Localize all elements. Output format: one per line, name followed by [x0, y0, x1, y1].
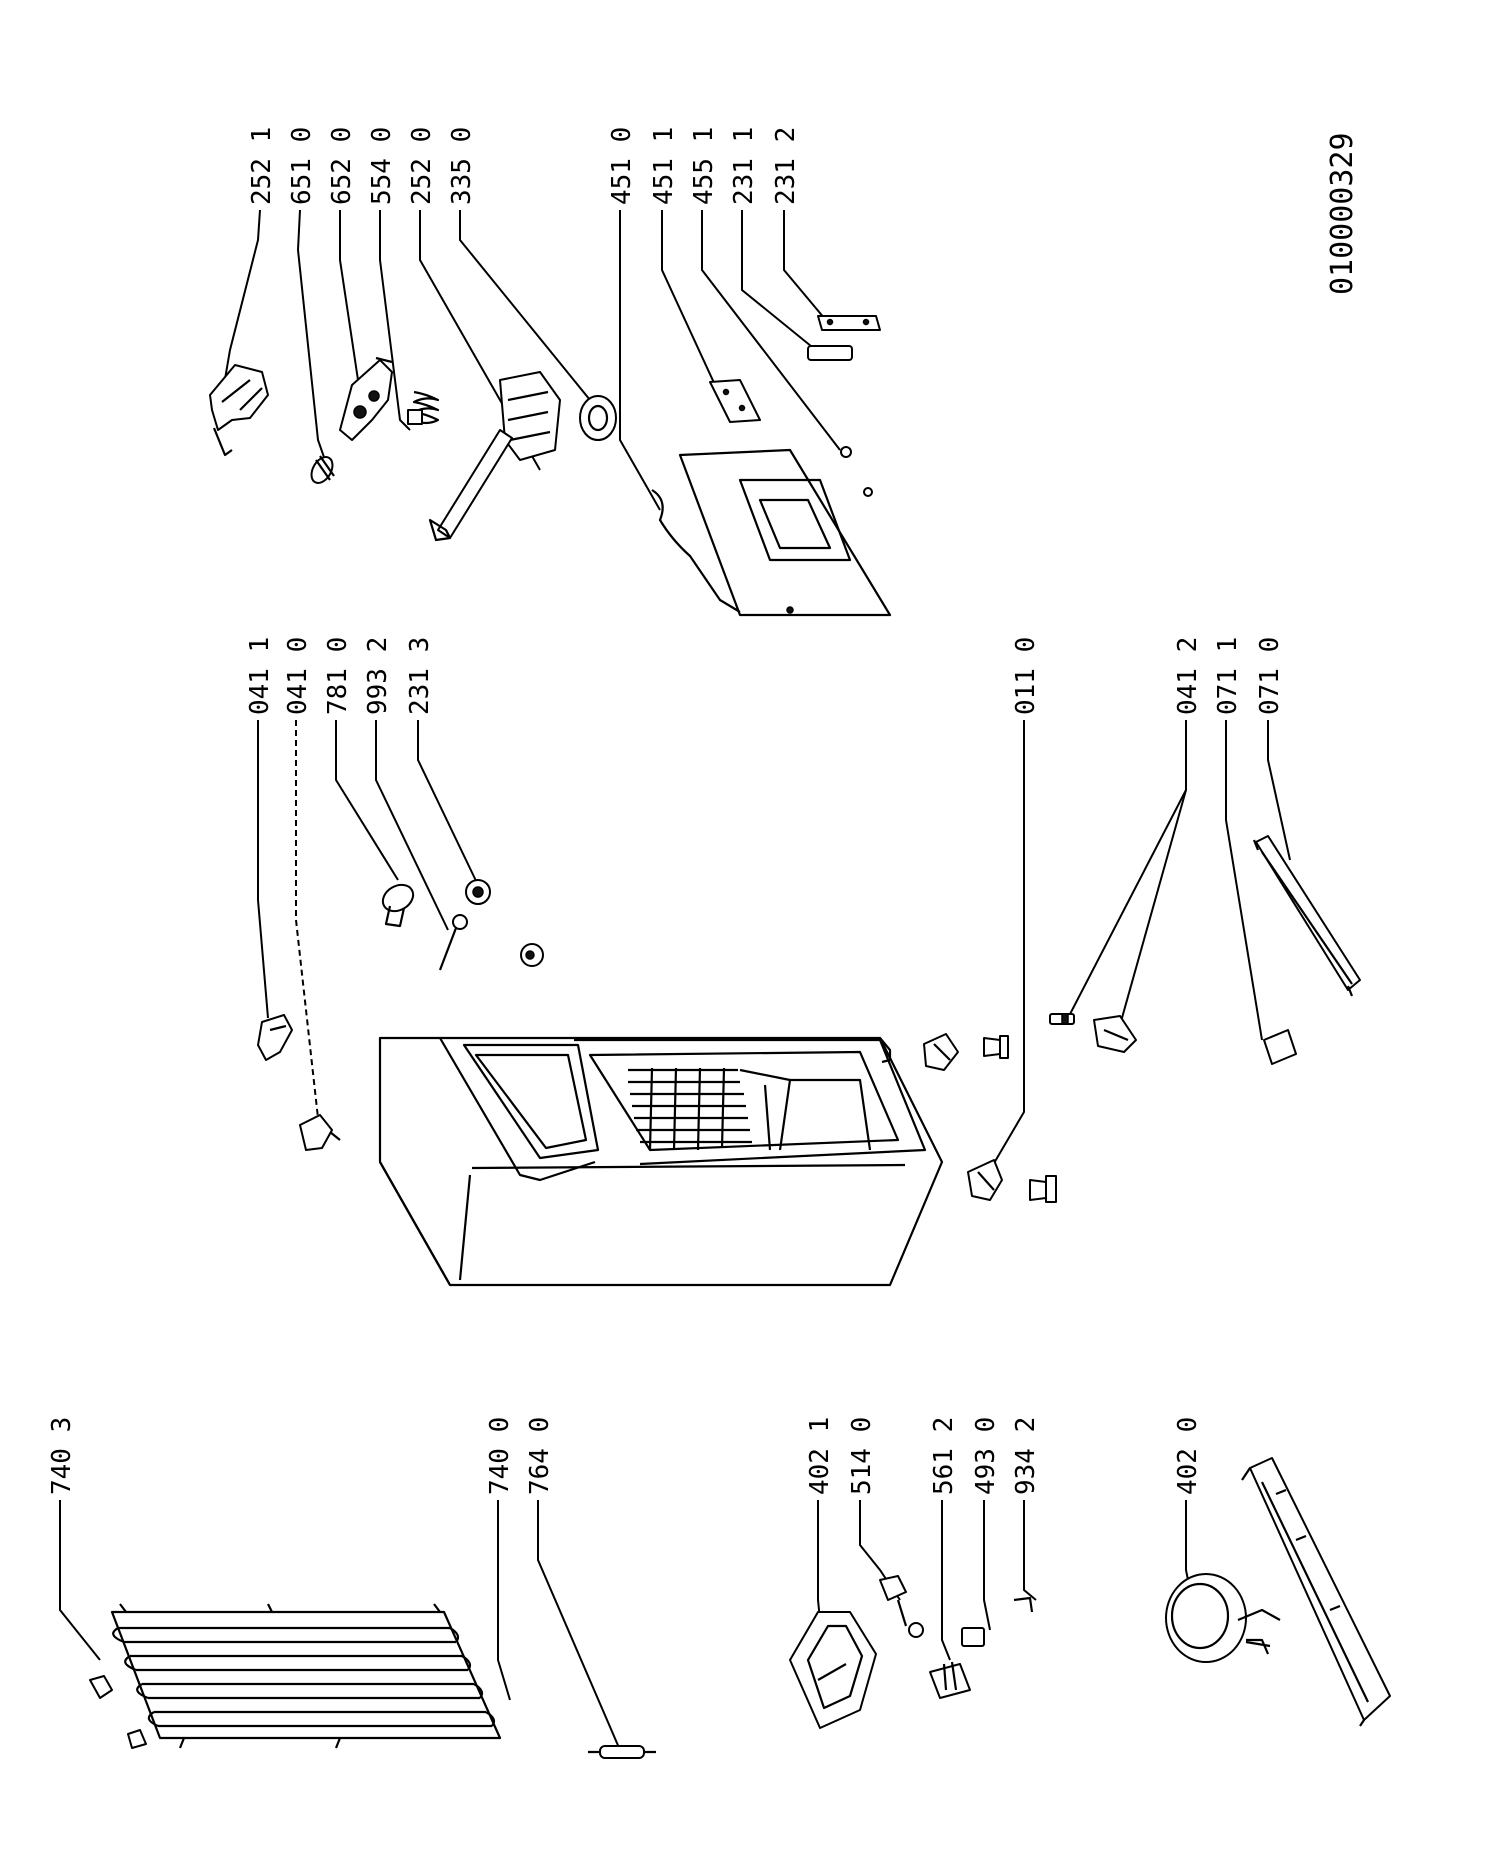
- hinge-041-1: [257, 1014, 293, 1061]
- thermostat-housing-252-0: [428, 371, 561, 542]
- hinge-041-0: [299, 1114, 341, 1151]
- back-panel-451-0: [651, 448, 892, 617]
- part-labels: 252 1 651 0 652 0 554 0 252 0 335 0 451 …: [47, 127, 1360, 1495]
- knob-335-0: [579, 395, 617, 441]
- wire-934-2: [1013, 1596, 1034, 1613]
- screw-455-1: [840, 446, 873, 497]
- connector-561-2: [929, 1661, 971, 1699]
- bracket-231-2: [817, 315, 881, 331]
- label-011-0: 011 0: [1011, 637, 1041, 715]
- rail-071-0: [1252, 835, 1361, 997]
- leader-lines: [59, 209, 1291, 1751]
- bracket-231-1: [807, 345, 853, 361]
- label-455-1: 455 1: [689, 127, 719, 205]
- foot-011-0: [1029, 1175, 1057, 1203]
- document-code: 010000329: [1325, 132, 1360, 295]
- label-561-2: 561 2: [929, 1417, 959, 1495]
- lamp-holder-652-0: [339, 356, 393, 441]
- refrigerator-cabinet: [378, 1036, 944, 1287]
- label-451-0: 451 0: [607, 127, 637, 205]
- base-plate-402-0: [1241, 1457, 1391, 1727]
- label-740-0: 740 0: [485, 1417, 515, 1495]
- label-071-0: 071 0: [1255, 637, 1285, 715]
- label-041-0: 041 0: [283, 637, 313, 715]
- cover-071-1: [1263, 1029, 1297, 1065]
- clip-740-3: [89, 1675, 147, 1749]
- evaporator-coil: [628, 1067, 752, 1151]
- label-231-2: 231 2: [771, 127, 801, 205]
- hinge-bracket-lower: [967, 1159, 1003, 1201]
- label-554-0: 554 0: [367, 127, 397, 205]
- sensor-993-2: [438, 914, 468, 971]
- label-934-2: 934 2: [1011, 1417, 1041, 1495]
- thermostat-knob-781-0: [381, 883, 415, 928]
- foot-upper: [983, 1035, 1009, 1059]
- label-402-1: 402 1: [805, 1417, 835, 1495]
- drier-764-0: [588, 1745, 656, 1759]
- label-071-1: 071 1: [1213, 637, 1243, 715]
- label-514-0: 514 0: [847, 1417, 877, 1495]
- label-493-0: 493 0: [971, 1417, 1001, 1495]
- hinge-041-2: [1093, 1015, 1137, 1053]
- bulb-651-0: [310, 455, 335, 484]
- label-651-0: 651 0: [287, 127, 317, 205]
- part-231-3: [465, 879, 491, 905]
- label-451-1: 451 1: [649, 127, 679, 205]
- label-993-2: 993 2: [363, 637, 393, 715]
- label-652-0: 652 0: [327, 127, 357, 205]
- label-402-0: 402 0: [1173, 1417, 1203, 1495]
- relay-cover-402-1: [789, 1611, 877, 1729]
- label-041-2: 041 2: [1173, 637, 1203, 715]
- condenser-740-0: [110, 1603, 502, 1749]
- label-335-0: 335 0: [447, 127, 477, 205]
- label-252-0: 252 0: [407, 127, 437, 205]
- label-231-3: 231 3: [405, 637, 435, 715]
- label-041-1: 041 1: [245, 637, 275, 715]
- label-781-0: 781 0: [323, 637, 353, 715]
- relay-514-0: [879, 1575, 924, 1638]
- label-740-3: 740 3: [47, 1417, 77, 1495]
- part-493-0: [961, 1627, 985, 1647]
- hinge-bracket-upper: [923, 1033, 959, 1071]
- label-252-1: 252 1: [247, 127, 277, 205]
- spring-554-0: [407, 390, 440, 425]
- label-231-1: 231 1: [729, 127, 759, 205]
- pin-041-2: [1049, 1013, 1075, 1025]
- compressor-402-0: [1165, 1573, 1281, 1663]
- lamp-cover-252-1: [209, 364, 269, 457]
- small-part: [520, 943, 544, 967]
- plate-451-1: [709, 379, 761, 423]
- label-764-0: 764 0: [525, 1417, 555, 1495]
